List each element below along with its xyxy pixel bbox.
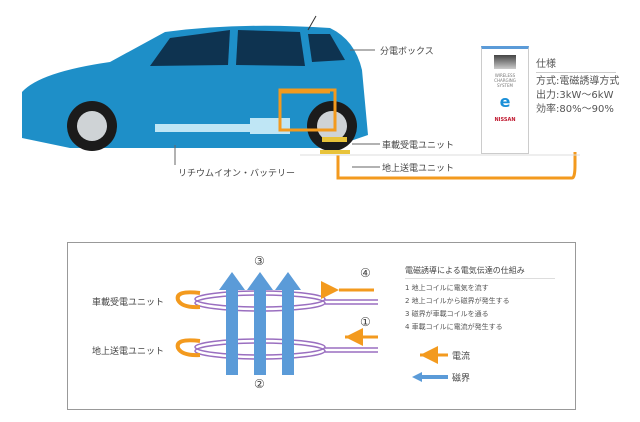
curved-current-arrow-ground xyxy=(175,338,201,358)
spec-method: 方式:電磁誘導方式 xyxy=(536,76,620,87)
battery-label: リチウムイオン・バッテリー xyxy=(178,169,296,179)
distribution-box-label: 分電ボックス xyxy=(380,47,434,57)
step-item: 2 地上コイルから磁界が発生する xyxy=(405,297,510,305)
marker-1: ① xyxy=(360,315,371,329)
nissan-logo: NISSAN xyxy=(494,117,516,123)
marker-4: ④ xyxy=(360,266,371,280)
magnetic-field-arrows xyxy=(219,272,301,375)
legend-magnetic-label: 磁界 xyxy=(452,374,471,384)
diagram-title: 電磁誘導による電気伝達の仕組み xyxy=(405,265,555,279)
charger-text: SYSTEM xyxy=(497,83,513,88)
coil-label-ground: 地上送電ユニット xyxy=(92,347,165,357)
step-item: 1 地上コイルに電気を流す xyxy=(405,284,489,292)
spec-block: 仕様 方式:電磁誘導方式 出力:3kW～6kW 効率:80%～90% xyxy=(536,58,619,117)
coil-label-onboard: 車載受電ユニット xyxy=(92,298,165,308)
legend-current-label: 電流 xyxy=(452,352,471,362)
spec-efficiency: 効率:80%～90% xyxy=(536,104,614,115)
step-item: 4 車載コイルに電流が発生する xyxy=(405,323,503,331)
car-illustration xyxy=(22,15,580,180)
charger-stand: WIRELESS CHARGING SYSTEM e NISSAN xyxy=(481,46,529,154)
charger-text: CHARGING xyxy=(494,78,516,83)
onboard-unit-label: 車載受電ユニット xyxy=(382,141,455,151)
step-item: 3 磁界が車載コイルを通る xyxy=(405,310,489,318)
spec-title: 仕様 xyxy=(536,58,616,73)
induction-diagram-panel xyxy=(67,242,576,410)
marker-2: ② xyxy=(254,377,265,391)
marker-3: ③ xyxy=(254,254,265,268)
steps-block: 電磁誘導による電気伝達の仕組み 1 地上コイルに電気を流す 2 地上コイルから磁… xyxy=(405,265,555,334)
curved-current-arrow-onboard xyxy=(175,290,201,310)
charger-text: WIRELESS xyxy=(494,73,516,78)
e-logo-icon: e xyxy=(499,92,511,111)
ground-unit-label: 地上送電ユニット xyxy=(382,164,455,174)
spec-output: 出力:3kW～6kW xyxy=(536,90,614,101)
charger-display xyxy=(494,55,516,69)
